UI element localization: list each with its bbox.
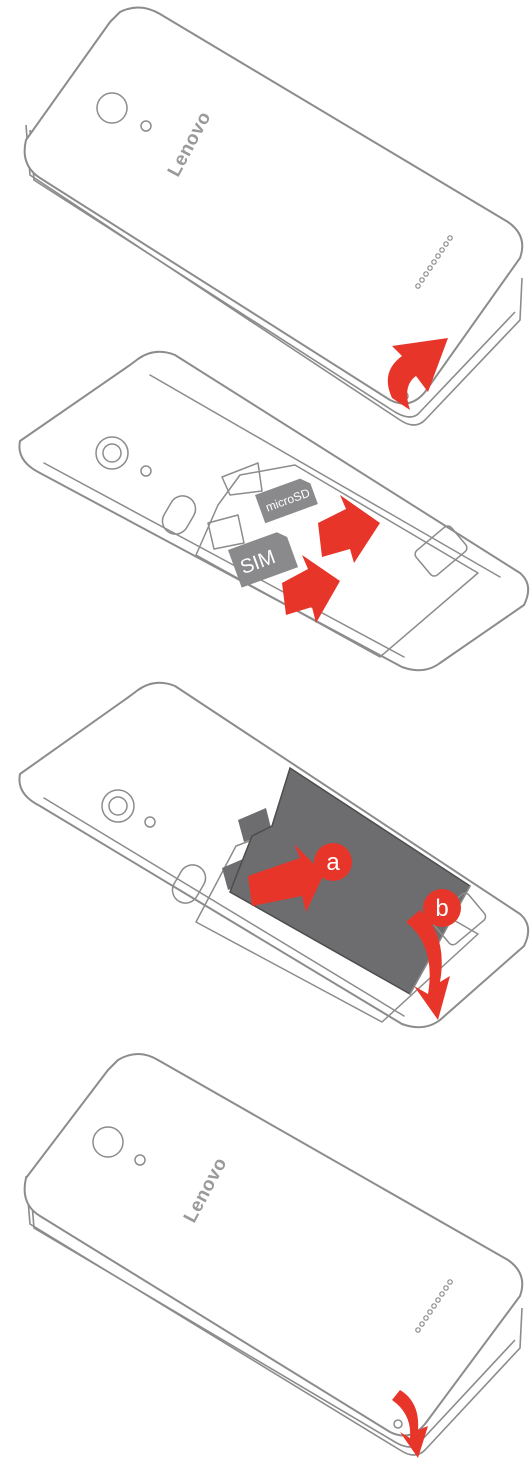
phone-back-illustration: Lenovo (23, 6, 524, 426)
phone-rim-line (43, 462, 405, 658)
phone-battery-illustration: a b (18, 681, 530, 1029)
camera-lens-icon (96, 92, 128, 124)
step-3-insert-battery: a b (0, 676, 531, 1029)
step-2-insert-cards: microSD SIM (0, 345, 531, 675)
back-cover (23, 1053, 524, 1437)
flash-icon (140, 120, 152, 132)
phone-rim-line (43, 797, 405, 1017)
phone-back-illustration: Lenovo (23, 1053, 524, 1458)
flash-icon (144, 816, 156, 828)
speaker-grille-icon (415, 235, 453, 289)
phone-rim-outer (25, 124, 523, 426)
press-battery-arrow-icon (406, 910, 450, 1020)
phone-rim-inner (29, 129, 516, 418)
back-cover (23, 6, 524, 405)
step-4-replace-back-cover: Lenovo (0, 1046, 531, 1466)
step-badge-a (314, 843, 352, 881)
insert-microsd-arrow-icon (318, 495, 380, 563)
press-cover-arrow-icon (392, 1390, 428, 1458)
home-button (414, 525, 468, 577)
step-1-remove-back-cover: Lenovo (0, 0, 531, 426)
speaker-grille-icon (415, 1279, 453, 1333)
camera-lens-icon (95, 436, 129, 470)
phone-inner-edge (149, 374, 501, 578)
insert-sim-arrow-icon (282, 555, 340, 623)
camera-lens-inner (102, 443, 122, 463)
step-badge-b-label: b (435, 895, 448, 922)
flash-icon (134, 1154, 146, 1166)
step-badge-a-label: a (326, 849, 340, 876)
sim-card: SIM (228, 532, 299, 588)
camera-lens-inner (108, 796, 128, 816)
step-badge-b (423, 889, 461, 927)
fingerprint-slot (161, 495, 197, 535)
battery-bay (195, 464, 479, 658)
slide-battery-arrow-icon (248, 844, 324, 912)
sim-tray (207, 514, 245, 550)
phone-rim-outer (25, 1175, 523, 1456)
lift-cover-arrow-icon (387, 338, 448, 410)
camera-lens-icon (92, 1126, 124, 1158)
camera-lens-icon (101, 789, 135, 823)
fingerprint-slot (171, 864, 207, 904)
microsd-tray (221, 462, 263, 496)
phone-open-illustration: microSD SIM (18, 350, 530, 672)
pry-notch-icon (393, 1419, 403, 1429)
flash-icon (140, 465, 152, 477)
